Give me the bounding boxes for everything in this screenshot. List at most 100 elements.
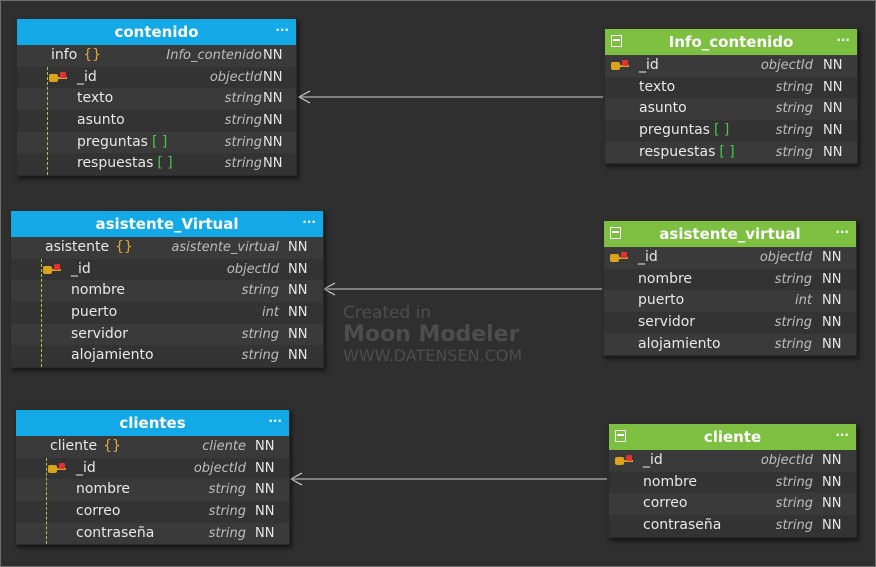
field-name: alojamiento — [71, 345, 154, 367]
not-null-flag: NN — [822, 474, 842, 490]
field-type: string — [774, 336, 812, 352]
table-menu-button[interactable]: ··· — [275, 23, 289, 37]
array-marker-icon: [ ] — [157, 155, 173, 172]
not-null-flag: NN — [288, 348, 308, 364]
not-null-flag: NN — [822, 293, 842, 309]
field-name-text: _id — [76, 459, 96, 476]
not-null-flag: NN — [255, 460, 275, 476]
table-menu-button[interactable]: ··· — [268, 414, 282, 428]
field-name-text: texto — [639, 78, 676, 95]
field-name: servidor — [638, 312, 695, 334]
field-type: string — [241, 348, 279, 364]
not-null-flag: NN — [822, 250, 842, 265]
field-type: cliente — [202, 439, 246, 454]
field-name: _id — [71, 259, 91, 281]
field-name: puerto — [638, 290, 684, 312]
primary-key-icon — [48, 462, 66, 473]
object-marker-icon: {} — [83, 47, 102, 63]
field-name-text: contraseña — [643, 517, 722, 534]
field-row[interactable]: alojamiento string NN — [11, 345, 323, 368]
table-menu-button[interactable]: ··· — [836, 33, 850, 47]
table-header[interactable]: asistente_virtual··· — [604, 221, 856, 247]
field-name-text: _id — [638, 249, 658, 265]
field-name: _id — [639, 55, 659, 77]
not-null-flag: NN — [822, 518, 842, 534]
field-name-text: nombre — [71, 282, 126, 299]
not-null-flag: NN — [263, 134, 283, 150]
table-header[interactable]: clientes··· — [16, 410, 289, 436]
field-type: string — [224, 91, 262, 107]
not-null-flag: NN — [255, 482, 275, 498]
field-name-text: info — [51, 47, 78, 63]
table-asistente_virtual_col[interactable]: asistente_Virtual···asistente{}asistente… — [10, 210, 324, 369]
not-null-flag: NN — [822, 336, 842, 352]
primary-key-icon — [43, 263, 61, 274]
table-header[interactable]: contenido··· — [17, 19, 296, 45]
field-name: nombre — [76, 479, 130, 501]
field-name: nombre — [643, 472, 697, 494]
table-menu-button[interactable]: ··· — [302, 215, 316, 229]
table-header[interactable]: asistente_Virtual··· — [11, 211, 323, 237]
not-null-flag: NN — [288, 261, 308, 277]
link-info-contenido-to-contenido[interactable] — [297, 90, 603, 104]
table-header[interactable]: Info_contenido··· — [605, 29, 857, 55]
link-cliente-to-clientes[interactable] — [289, 472, 607, 486]
field-name-text: _id — [77, 68, 97, 85]
field-name: texto — [77, 88, 113, 110]
watermark-line-1: Created in — [343, 303, 432, 323]
primary-key-icon — [49, 71, 67, 82]
table-menu-button[interactable]: ··· — [835, 225, 849, 239]
field-name: servidor — [71, 324, 128, 346]
not-null-flag: NN — [822, 271, 842, 287]
link-asistente-virtual-doc-to-collection[interactable] — [322, 282, 602, 296]
table-header[interactable]: cliente··· — [609, 424, 856, 450]
field-name: asunto — [77, 110, 125, 132]
field-name-text: nombre — [643, 473, 698, 490]
not-null-flag: NN — [822, 453, 842, 468]
field-type: string — [224, 156, 262, 172]
document-icon — [610, 227, 621, 239]
not-null-flag: NN — [823, 101, 843, 117]
field-type: string — [241, 326, 279, 342]
table-menu-button[interactable]: ··· — [835, 428, 849, 442]
not-null-flag: NN — [822, 496, 842, 512]
field-name-text: asistente — [45, 239, 110, 255]
field-name-text: puerto — [71, 304, 118, 321]
